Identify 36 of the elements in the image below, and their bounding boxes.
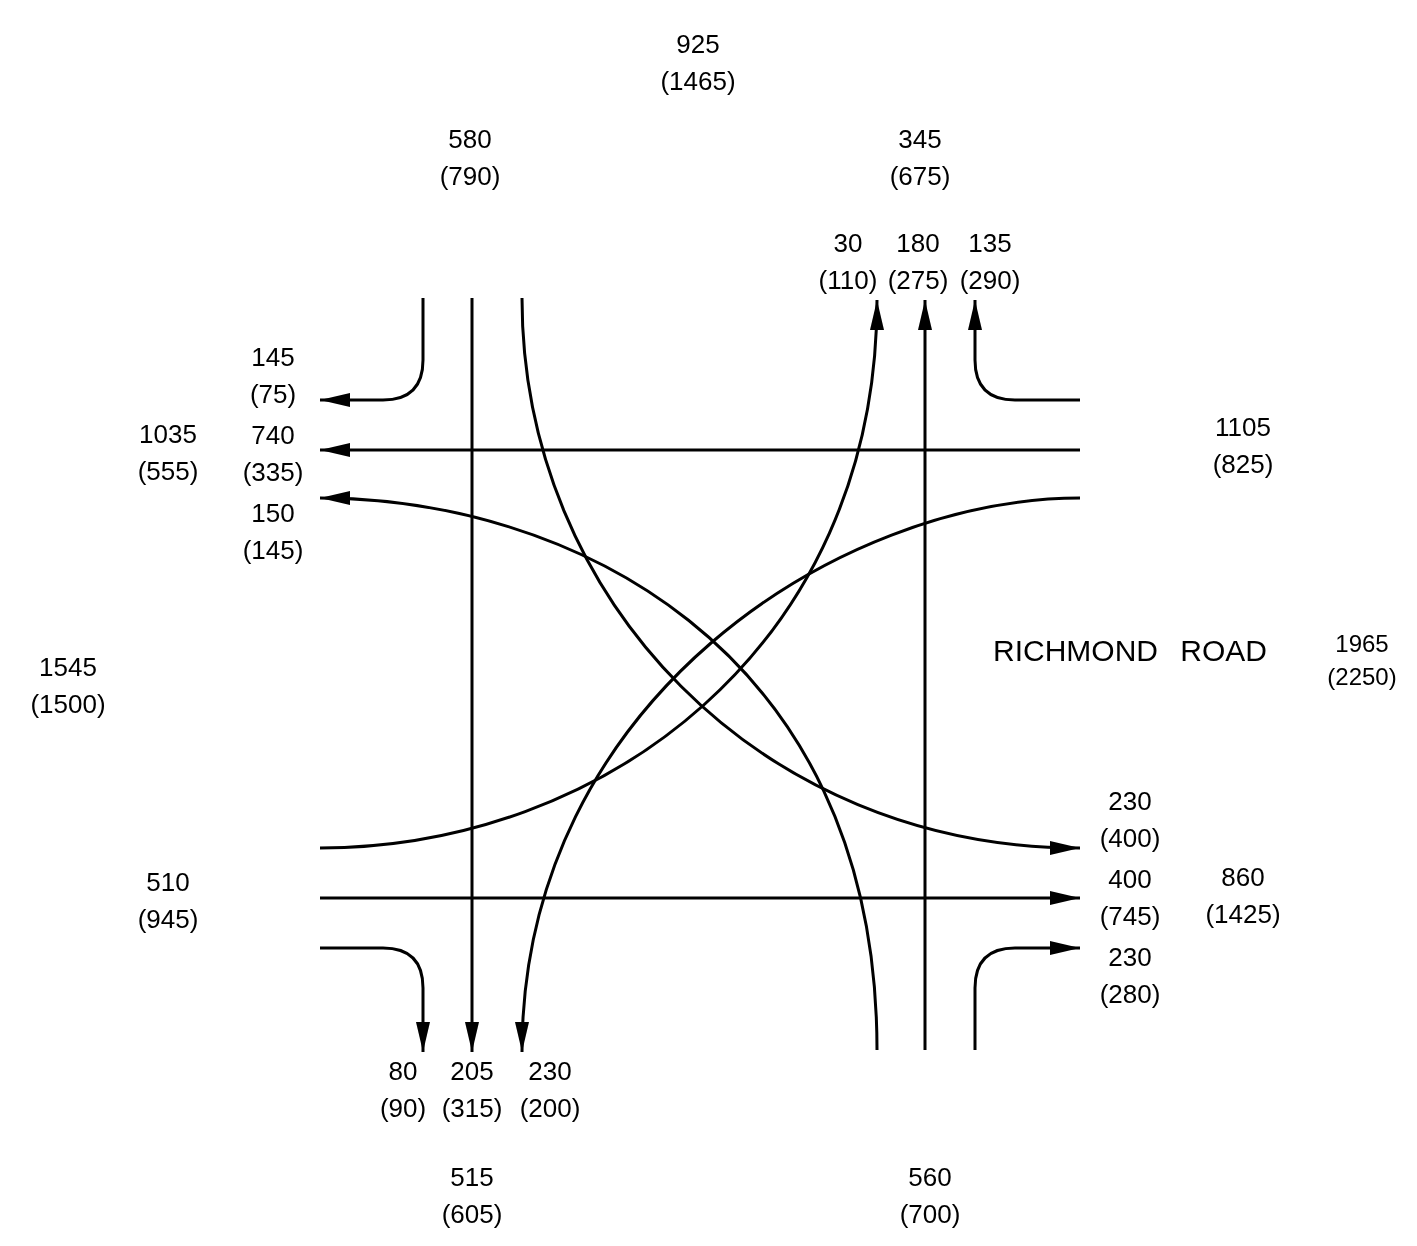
turning-volume: 230 (400) — [1080, 782, 1180, 858]
turning-volume: 740 (335) — [226, 416, 320, 492]
approach-volume: 580 (790) — [439, 123, 501, 193]
approach-volume: 860 (1425) — [1205, 861, 1281, 931]
traffic-movement-arrow — [320, 443, 1080, 457]
approach-volume: 560 (700) — [899, 1161, 961, 1231]
traffic-movement-arrow — [520, 297, 1081, 854]
road-name: RICHMOND ROAD — [993, 633, 1267, 669]
traffic-movement-arrow — [320, 946, 430, 1052]
turning-volume: 180 (275) — [885, 224, 951, 300]
traffic-movement-arrow — [517, 496, 1081, 1053]
traffic-movement-arrow — [320, 298, 425, 407]
traffic-movement-arrow — [968, 300, 1080, 402]
traffic-movement-arrow — [319, 492, 879, 1051]
turning-volume: 230 (200) — [514, 1052, 586, 1128]
approach-volume: 345 (675) — [889, 123, 951, 193]
approach-volume: 510 (945) — [137, 866, 199, 936]
traffic-movement-arrow — [320, 891, 1080, 905]
traffic-movement-arrow — [918, 300, 932, 1050]
approach-volume: 1035 (555) — [137, 418, 199, 488]
turning-volume: 150 (145) — [226, 494, 320, 570]
approach-volume: 1965 (2250) — [1327, 629, 1397, 692]
turning-volume: 30 (110) — [815, 224, 881, 300]
turning-volume: 135 (290) — [957, 224, 1023, 300]
turning-volume: 400 (745) — [1080, 860, 1180, 936]
approach-volume: 515 (605) — [441, 1161, 503, 1231]
turning-volume: 145 (75) — [226, 338, 320, 414]
approach-volume: 1545 (1500) — [30, 651, 106, 721]
approach-volume: 925 (1465) — [660, 28, 736, 98]
traffic-movement-arrow — [465, 298, 479, 1052]
traffic-movement-arrow — [319, 299, 882, 850]
turning-volume: 205 (315) — [439, 1052, 505, 1128]
turning-volume: 230 (280) — [1080, 938, 1180, 1014]
turning-volume: 80 (90) — [370, 1052, 436, 1128]
approach-volume: 1105 (825) — [1212, 411, 1274, 481]
traffic-movement-arrow — [973, 941, 1080, 1050]
